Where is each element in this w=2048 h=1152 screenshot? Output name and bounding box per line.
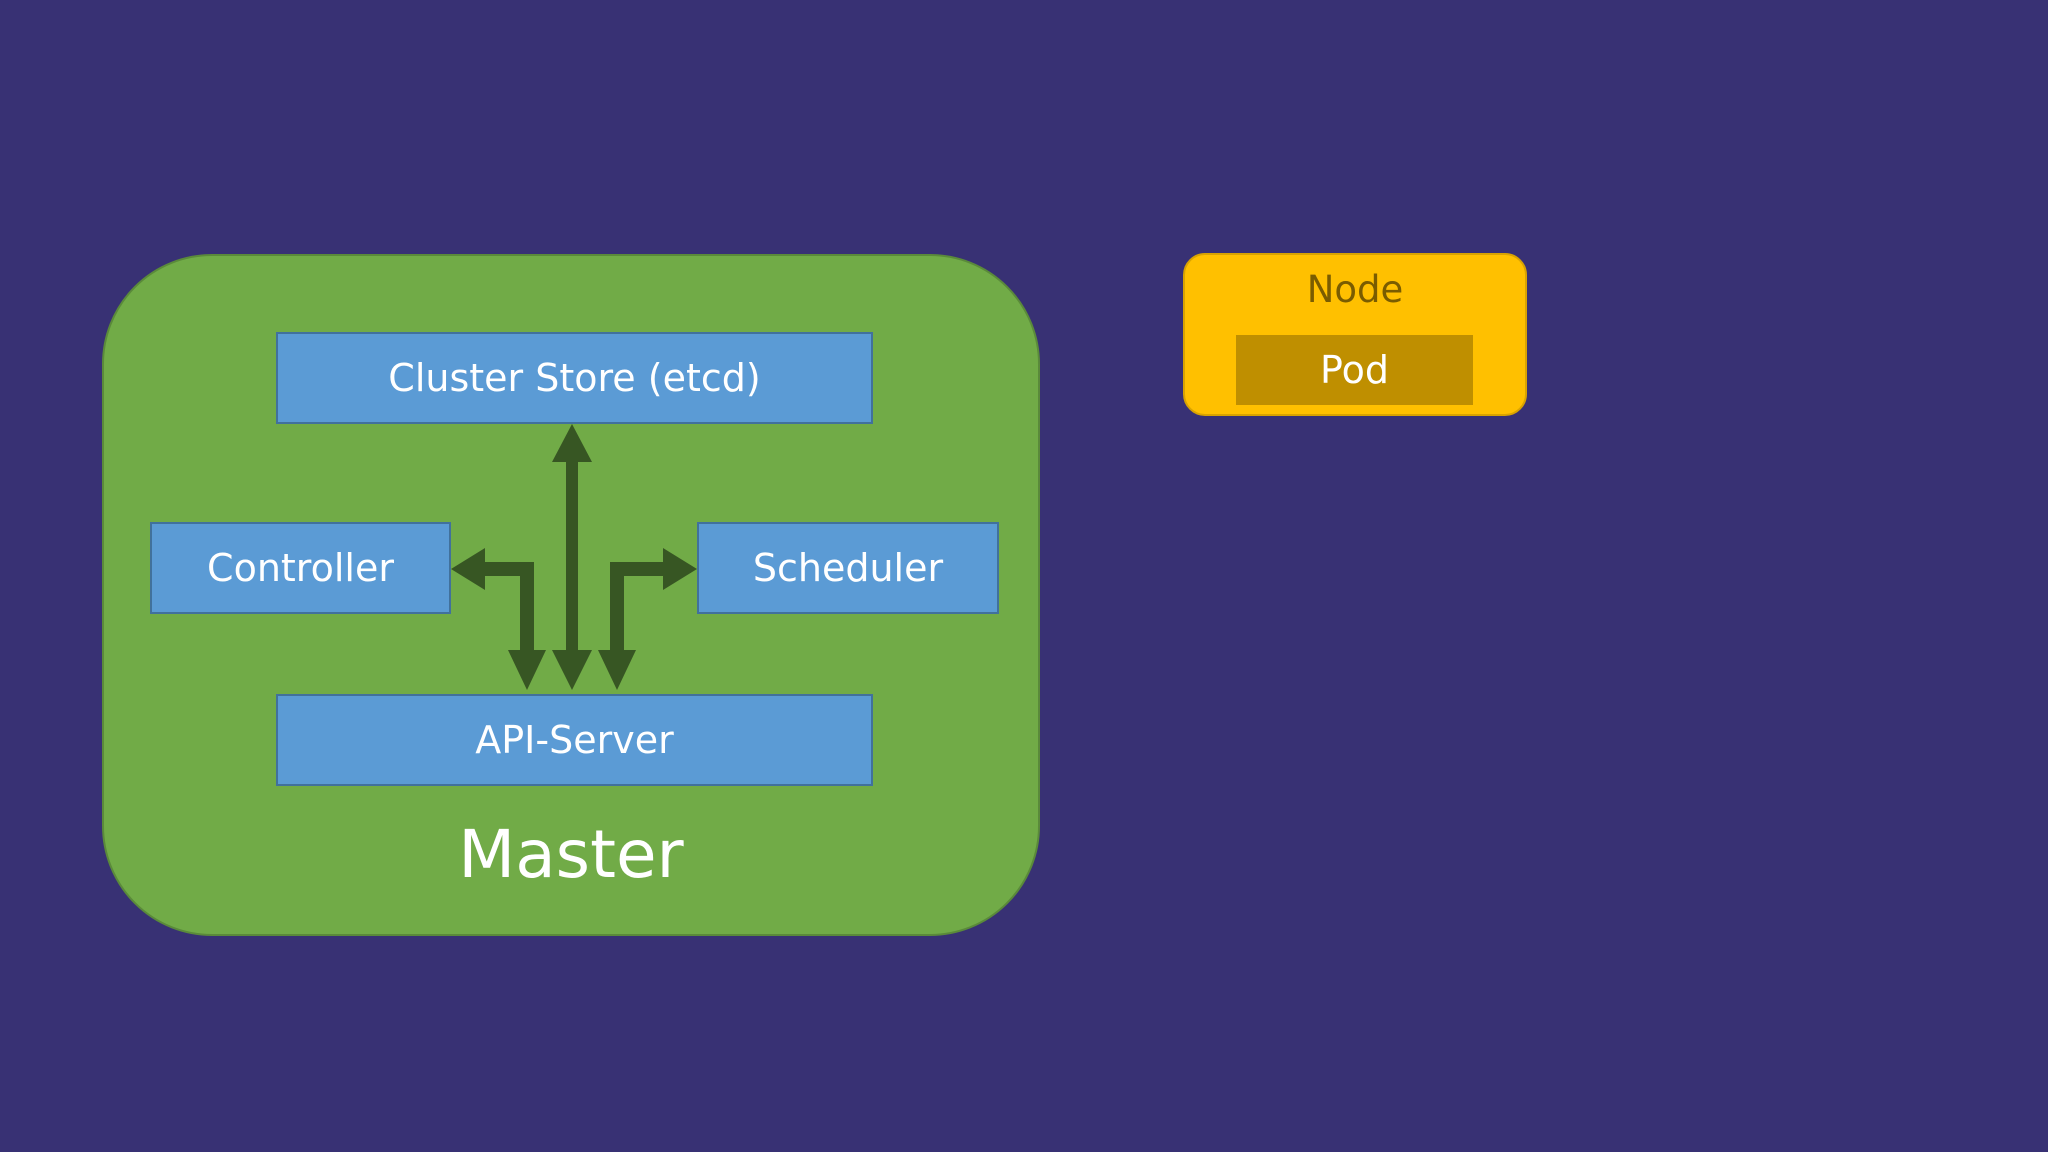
arrow-etcd-api xyxy=(552,424,592,690)
cluster-store-box: Cluster Store (etcd) xyxy=(276,332,873,424)
scheduler-label: Scheduler xyxy=(752,546,944,590)
scheduler-box: Scheduler xyxy=(697,522,999,614)
master-label: Master xyxy=(458,816,684,893)
api-server-label: API-Server xyxy=(475,718,674,762)
controller-label: Controller xyxy=(207,546,394,590)
api-server-box: API-Server xyxy=(276,694,873,786)
pod-box: Pod xyxy=(1236,335,1473,405)
arrow-controller-api xyxy=(451,548,546,690)
controller-box: Controller xyxy=(150,522,451,614)
node-label: Node xyxy=(1306,268,1404,311)
pod-label: Pod xyxy=(1320,348,1389,392)
arrow-scheduler-api xyxy=(598,548,697,690)
cluster-store-label: Cluster Store (etcd) xyxy=(388,356,761,400)
